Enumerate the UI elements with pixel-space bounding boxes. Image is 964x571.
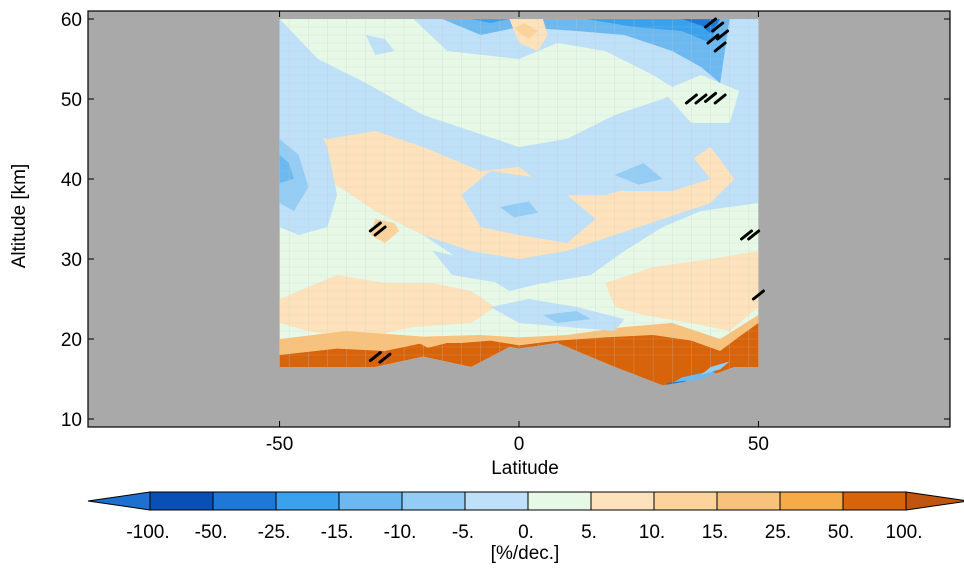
x-axis-label: Latitude [491,458,559,479]
colorbar-tick-label: 25. [765,522,791,543]
colorbar-segment [527,491,592,511]
significance-mark [713,93,727,105]
colorbar-segment [653,491,718,511]
significance-mark [713,41,727,53]
significance-mark [373,225,387,237]
significance-marks [368,17,765,364]
colorbar-unit-label: [%/dec.] [491,543,560,564]
y-tick-label: 30 [61,250,82,271]
significance-mark [368,221,382,233]
contour-band [279,139,309,211]
colorbar-tick-label: -5. [452,522,474,543]
y-axis-label: Altitude [km] [9,164,30,269]
significance-mark [368,351,382,363]
colorbar-segment [779,491,844,511]
colorbar-segment [842,491,907,511]
contour-band [586,19,721,43]
contour-band [279,323,759,386]
significance-mark [747,229,761,241]
y-tick-label: 20 [61,330,82,351]
colorbar-tick-label: 10. [639,522,665,543]
colorbar-under-arrow [87,491,151,511]
significance-mark [684,93,698,105]
contour-band [279,155,294,183]
colorbar-segment [716,491,781,511]
y-tick-label: 40 [61,170,82,191]
significance-mark [378,352,392,364]
colorbar-tick-label: -15. [321,522,354,543]
colorbar-segment [338,491,403,511]
contour-field [279,19,759,386]
significance-mark [711,21,725,33]
colorbar-tick-label: 5. [581,522,597,543]
colorbar-segment [212,491,277,511]
significance-mark [694,93,708,105]
colorbar-segment [401,491,466,511]
y-tick-label: 10 [61,410,82,431]
colorbar-tick-label: 0. [518,522,534,543]
colorbar-segment [149,491,214,511]
colorbar-segment [275,491,340,511]
colorbar-over-arrow [905,491,964,511]
colorbar-tick-label: 100. [886,522,923,543]
colorbar-tick-label: -25. [258,522,291,543]
significance-mark [704,91,718,103]
contour-band [365,35,395,55]
axes: -50 0 50 10 20 30 40 50 60 [61,10,951,455]
colorbar-tick-label: 15. [702,522,728,543]
significance-mark [739,229,753,241]
colorbar-tick-label: -10. [384,522,417,543]
contour-band [413,336,448,348]
significance-mark [716,29,730,41]
contour-band [614,163,663,185]
plot-area [88,11,950,427]
contour-band [701,361,730,375]
colorbar-tick-label: 50. [828,522,854,543]
x-tick-label: -50 [266,434,293,455]
colorbar-tick-label: -50. [195,522,228,543]
colorbar-segment [590,491,655,511]
significance-mark [706,33,720,45]
significance-mark [751,289,765,301]
x-tick-label: 50 [748,434,769,455]
colorbar-segment [464,491,529,511]
colorbar-tick-label: -100. [126,522,169,543]
x-tick-label: 0 [514,434,525,455]
significance-mark [704,17,718,29]
y-tick-label: 50 [61,90,82,111]
colorbar: -100. -50. -25. -15. -10. -5. 0. 5. 10. 15. 25. 50.… [87,491,964,543]
y-tick-label: 60 [61,10,82,31]
contour-band [542,311,591,323]
